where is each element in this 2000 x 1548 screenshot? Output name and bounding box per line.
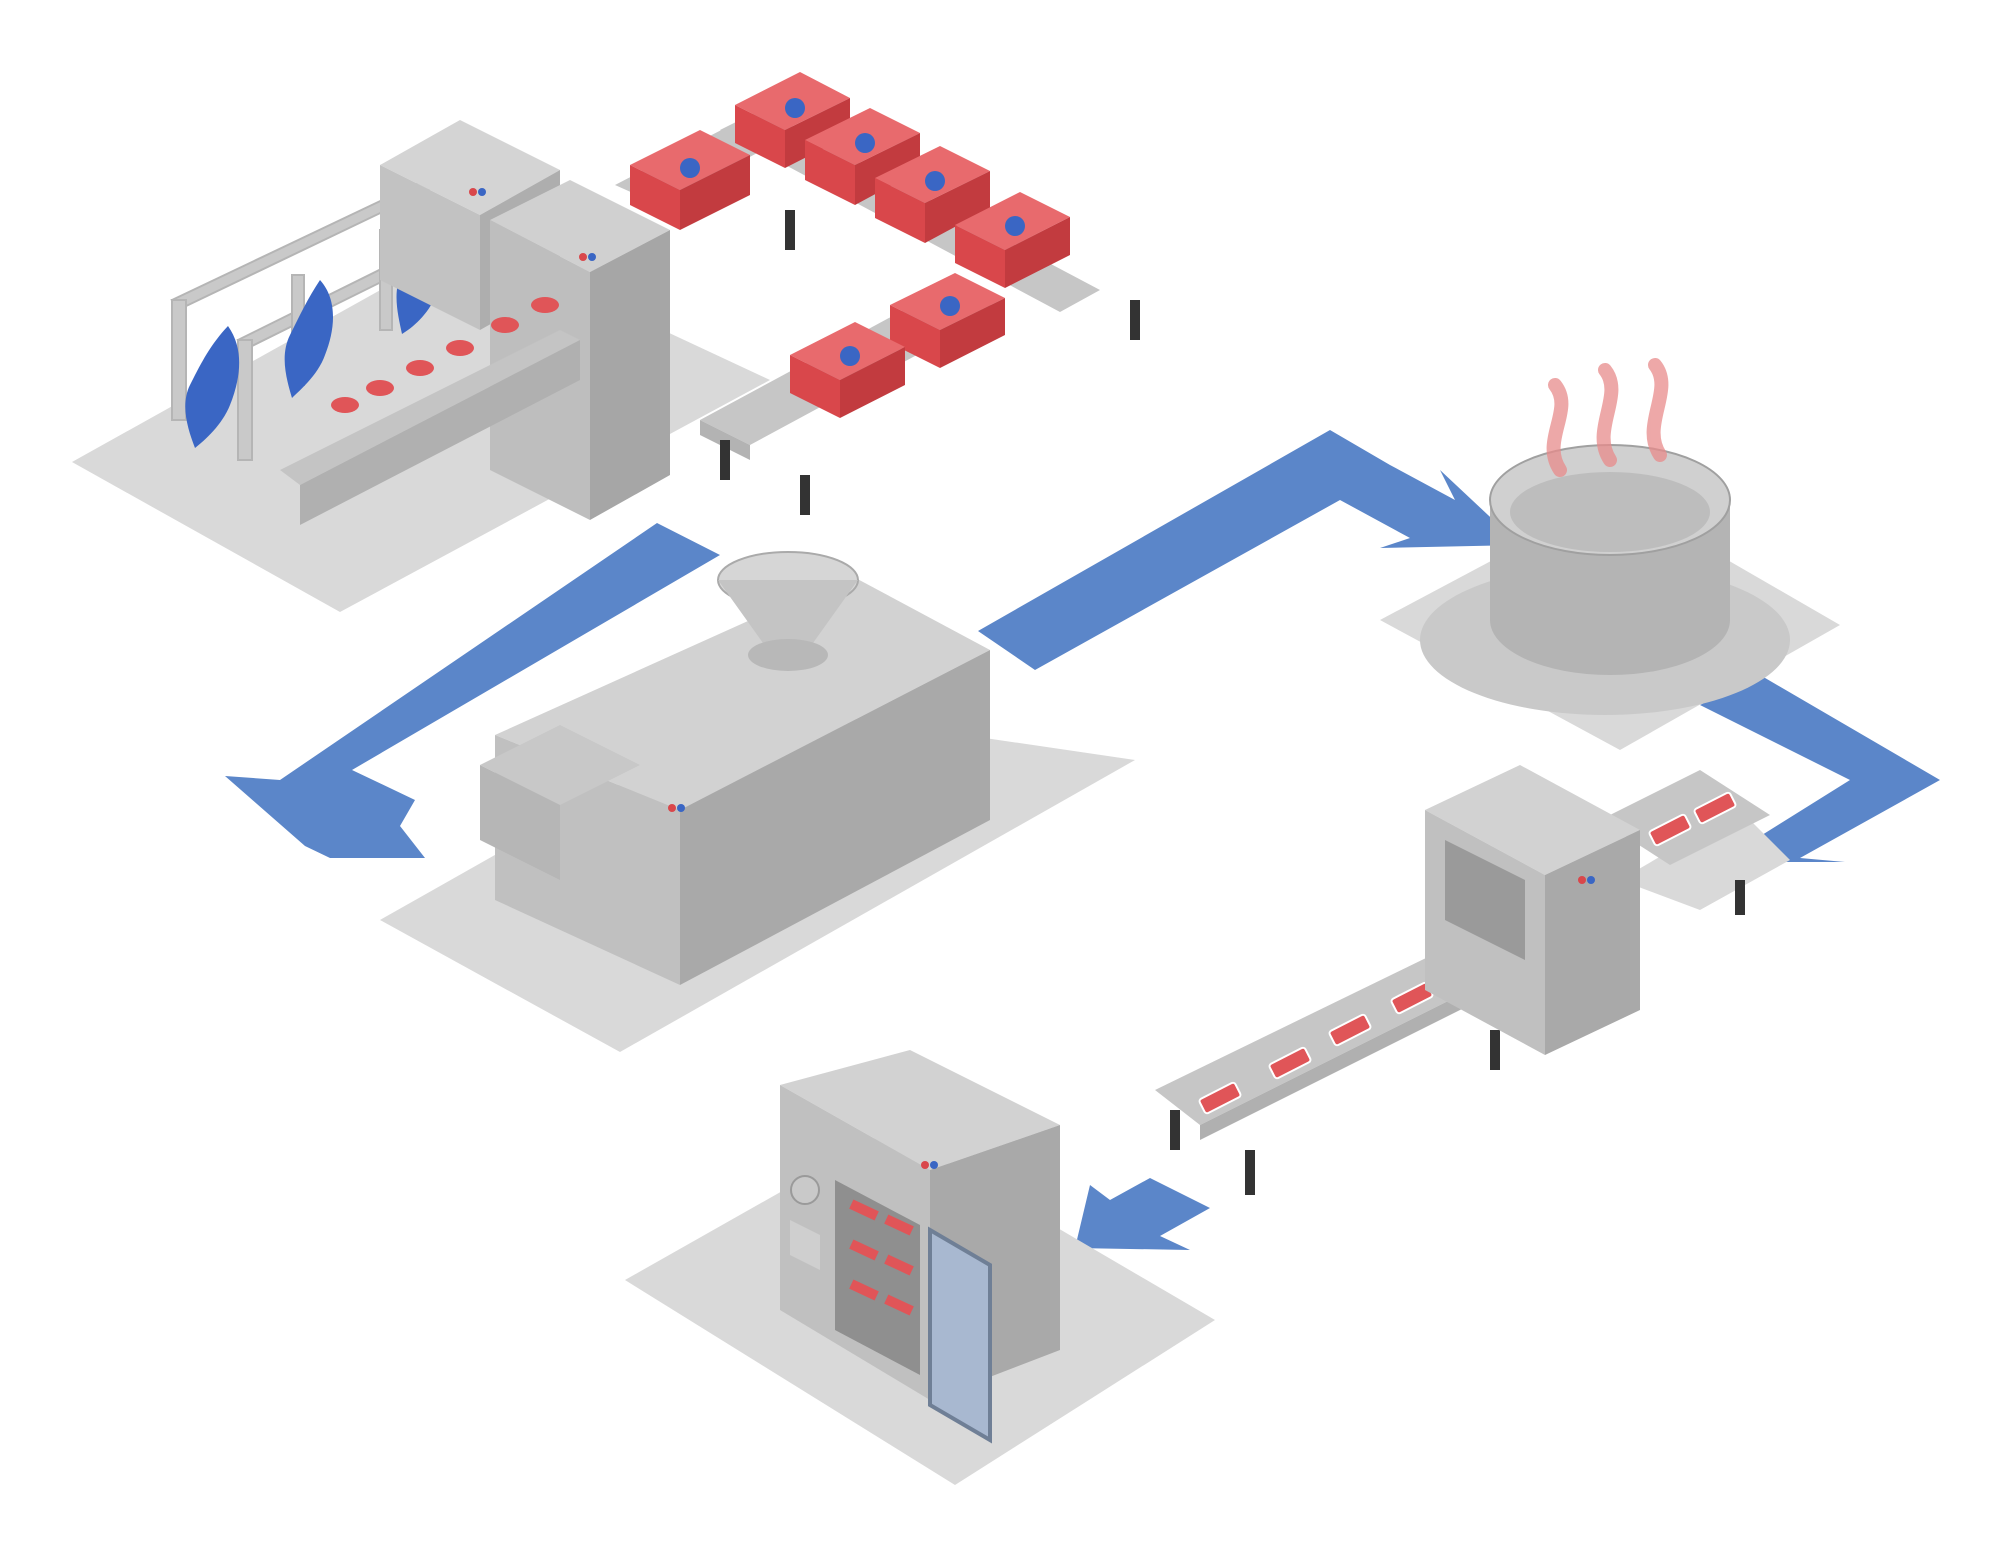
conveyor-legs — [720, 210, 1140, 515]
indicator-lights-icon — [921, 1161, 938, 1169]
flow-arrow-icon — [225, 523, 720, 858]
cooking-vat-station — [1380, 358, 1840, 750]
crate-conveyor-station — [615, 72, 1140, 515]
flow-arrow-icon — [1075, 1178, 1210, 1250]
packaging-tunnel-station — [1155, 765, 1790, 1195]
crate — [630, 130, 750, 230]
crate — [805, 108, 920, 205]
cutting-table — [300, 340, 580, 525]
conveyor-legs — [1735, 880, 1745, 915]
machine-left — [380, 165, 480, 330]
crate — [875, 146, 990, 243]
flow-arrow-icon — [1700, 675, 1940, 862]
tunnel-opening — [1445, 840, 1525, 960]
machine-top — [495, 575, 990, 810]
meat-crate-conveyor-icon — [630, 72, 1070, 418]
station-floor — [1620, 810, 1790, 910]
cabinet-door — [928, 1226, 992, 1444]
slaughter-line-station — [72, 120, 770, 612]
flow-arrows — [225, 430, 1940, 1250]
dial-icon — [790, 1175, 820, 1205]
machine-right — [680, 650, 990, 985]
crate — [735, 72, 850, 168]
grinder-station — [380, 551, 1135, 1052]
meat-grinder-hopper-icon — [717, 551, 859, 671]
flow-arrow-icon — [978, 430, 1520, 670]
side-chute — [480, 765, 560, 880]
machine-top — [490, 180, 670, 272]
machine-top — [380, 120, 560, 215]
indicator-lights-icon — [668, 804, 685, 812]
crate — [790, 322, 905, 418]
indicator-lights-icon — [469, 188, 596, 261]
machine-right — [1545, 830, 1640, 1055]
rack-oven-cabinet-icon — [849, 1199, 914, 1316]
crate — [955, 192, 1070, 288]
machine-top — [780, 1050, 1060, 1170]
crate — [890, 273, 1005, 368]
machine-top — [1425, 765, 1640, 875]
cold-storage-station — [625, 1050, 1215, 1485]
machine-right — [590, 230, 670, 520]
indicator-lights-icon — [1578, 876, 1595, 884]
vat-liquid — [1510, 472, 1710, 552]
control-panel — [790, 1220, 820, 1270]
steaming-vat-icon — [1546, 358, 1669, 477]
conveyor-legs — [1170, 1030, 1500, 1195]
meat-cuts-icon — [331, 297, 559, 413]
cutting-table — [280, 330, 580, 485]
